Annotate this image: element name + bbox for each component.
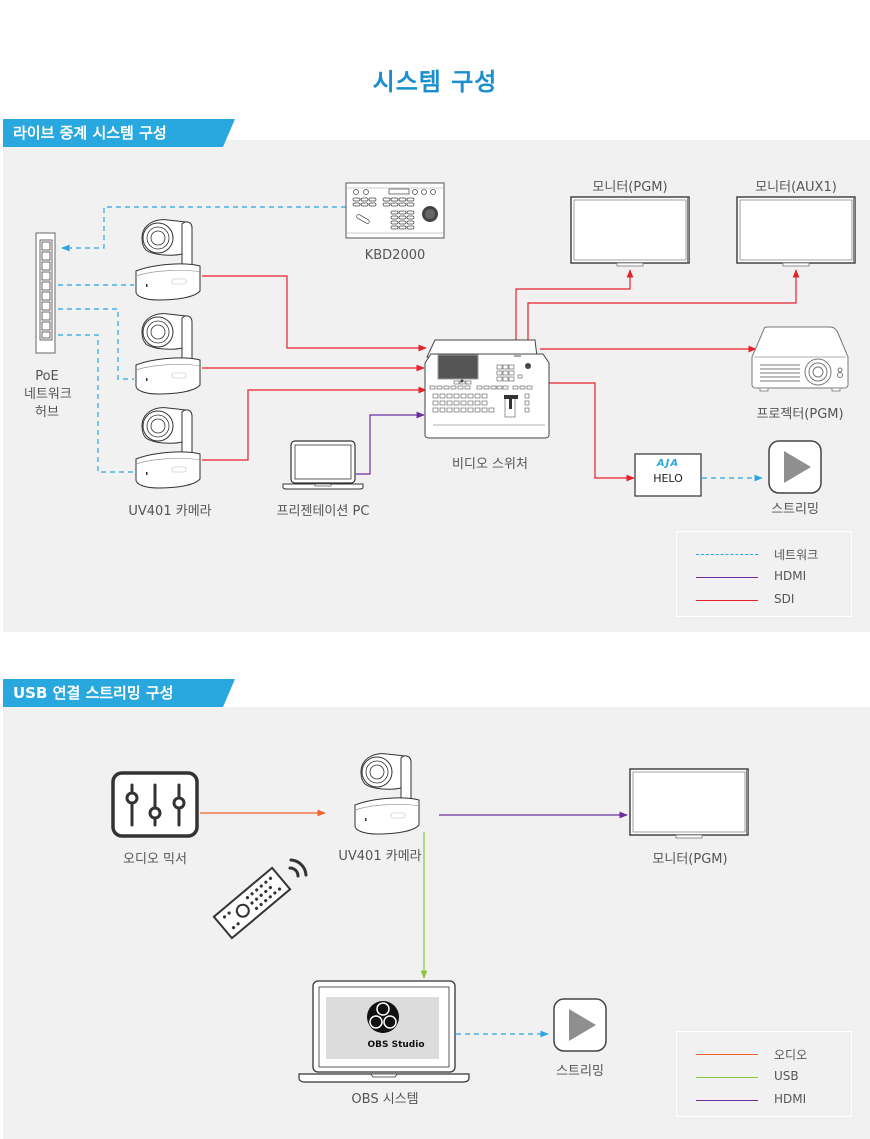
sdi-link-cam3-switcher bbox=[202, 386, 427, 461]
page-title: 시스템 구성 bbox=[372, 68, 498, 96]
aja-brand-logo: AJA bbox=[656, 458, 680, 469]
legend-line-network bbox=[696, 554, 758, 555]
live-system-section-tab: 라이브 중계 시스템 구성 bbox=[3, 119, 241, 147]
sdi-link-switcher-helo bbox=[546, 382, 635, 482]
projector-label: 프로젝터(PGM) bbox=[756, 407, 844, 422]
section-tab-background bbox=[3, 119, 235, 147]
streaming-play-icon-2 bbox=[553, 998, 607, 1052]
sdi-links bbox=[202, 269, 800, 482]
poe-hub-label-line1: PoE bbox=[35, 369, 59, 384]
sdi-link-cam1-switcher bbox=[202, 275, 427, 352]
obs-laptop-icon bbox=[298, 980, 470, 1083]
legend-label-network: 네트워크 bbox=[774, 548, 819, 562]
monitor-pgm-icon-usb bbox=[629, 768, 749, 839]
ptz-camera-icon-3 bbox=[135, 407, 201, 489]
poe-hub-label-line3: 허브 bbox=[35, 405, 59, 420]
monitor-pgm-icon bbox=[570, 196, 690, 267]
remote-control-icon bbox=[212, 866, 292, 940]
legend-label-hdmi: HDMI bbox=[774, 569, 807, 583]
legend-item-hdmi-usb: HDMI bbox=[677, 1092, 851, 1108]
audio-mixer-icon bbox=[111, 771, 199, 838]
hdmi-link-pc-switcher bbox=[356, 411, 425, 475]
streaming-label-2: 스트리밍 bbox=[556, 1064, 604, 1079]
legend-line-audio bbox=[696, 1054, 758, 1055]
sdi-link-switcher-monitor-pgm bbox=[515, 269, 634, 340]
kbd2000-label: KBD2000 bbox=[364, 248, 426, 263]
ptz-camera-icon-1 bbox=[135, 219, 201, 301]
monitor-aux1-icon bbox=[736, 196, 856, 267]
usb-camera-label: UV401 카메라 bbox=[338, 849, 422, 864]
poe-hub-label: PoE 네트워크 허브 bbox=[24, 368, 72, 422]
streaming-label-1: 스트리밍 bbox=[771, 502, 819, 517]
legend-label-sdi: SDI bbox=[774, 592, 795, 606]
network-links bbox=[58, 206, 763, 482]
legend-line-hdmi-usb bbox=[696, 1100, 758, 1101]
legend-live: 네트워크 HDMI SDI bbox=[676, 531, 852, 617]
helo-label: HELO bbox=[653, 472, 683, 485]
video-switcher-label: 비디오 스위처 bbox=[452, 457, 528, 472]
obs-logo-icon bbox=[367, 1001, 399, 1033]
streaming-play-icon-1 bbox=[768, 440, 822, 494]
ptz-camera-icon-2 bbox=[135, 313, 201, 395]
legend-item-usb: USB bbox=[677, 1069, 851, 1085]
monitor-pgm-label: 모니터(PGM) bbox=[592, 180, 668, 195]
legend-label-usb: USB bbox=[774, 1069, 799, 1083]
network-link-hub-cam3 bbox=[58, 334, 134, 473]
presentation-pc-laptop-icon bbox=[282, 440, 364, 490]
obs-studio-screen-text: OBS Studio bbox=[367, 1040, 425, 1050]
network-link-kbd-to-hub bbox=[61, 206, 346, 252]
video-switcher-icon bbox=[424, 339, 550, 439]
kbd2000-controller-icon bbox=[345, 182, 445, 239]
section-tab-background bbox=[3, 679, 235, 707]
ptz-camera-icon-usb bbox=[354, 753, 420, 835]
wireless-signal-icon bbox=[288, 858, 308, 878]
monitor-aux1-label: 모니터(AUX1) bbox=[755, 180, 837, 195]
legend-label-hdmi-usb: HDMI bbox=[774, 1092, 807, 1106]
live-system-section-title: 라이브 중계 시스템 구성 bbox=[13, 124, 167, 142]
usb-monitor-label: 모니터(PGM) bbox=[652, 852, 728, 867]
legend-line-sdi bbox=[696, 600, 758, 601]
usb-streaming-section-tab: USB 연결 스트리밍 구성 bbox=[3, 679, 241, 707]
sdi-link-switcher-monitor-aux bbox=[527, 269, 800, 340]
legend-line-usb bbox=[696, 1077, 758, 1078]
aja-helo-device bbox=[634, 453, 702, 497]
presentation-pc-label: 프리젠테이션 PC bbox=[276, 504, 370, 519]
poe-hub-label-line2: 네트워크 bbox=[24, 387, 72, 402]
usb-streaming-section-title: USB 연결 스트리밍 구성 bbox=[13, 684, 174, 702]
legend-item-audio: 오디오 bbox=[677, 1046, 851, 1062]
legend-item-sdi: SDI bbox=[677, 592, 851, 608]
audio-mixer-label: 오디오 믹서 bbox=[123, 852, 187, 867]
poe-hub-icon bbox=[35, 232, 56, 354]
legend-label-audio: 오디오 bbox=[774, 1048, 808, 1062]
legend-item-network: 네트워크 bbox=[677, 546, 851, 562]
obs-system-label: OBS 시스템 bbox=[351, 1092, 419, 1107]
camera-label: UV401 카메라 bbox=[128, 504, 212, 519]
network-link-hub-cam2 bbox=[58, 308, 134, 380]
legend-line-hdmi bbox=[696, 577, 758, 578]
legend-item-hdmi: HDMI bbox=[677, 569, 851, 585]
projector-icon bbox=[751, 326, 849, 392]
legend-usb: 오디오 USB HDMI bbox=[676, 1031, 852, 1117]
